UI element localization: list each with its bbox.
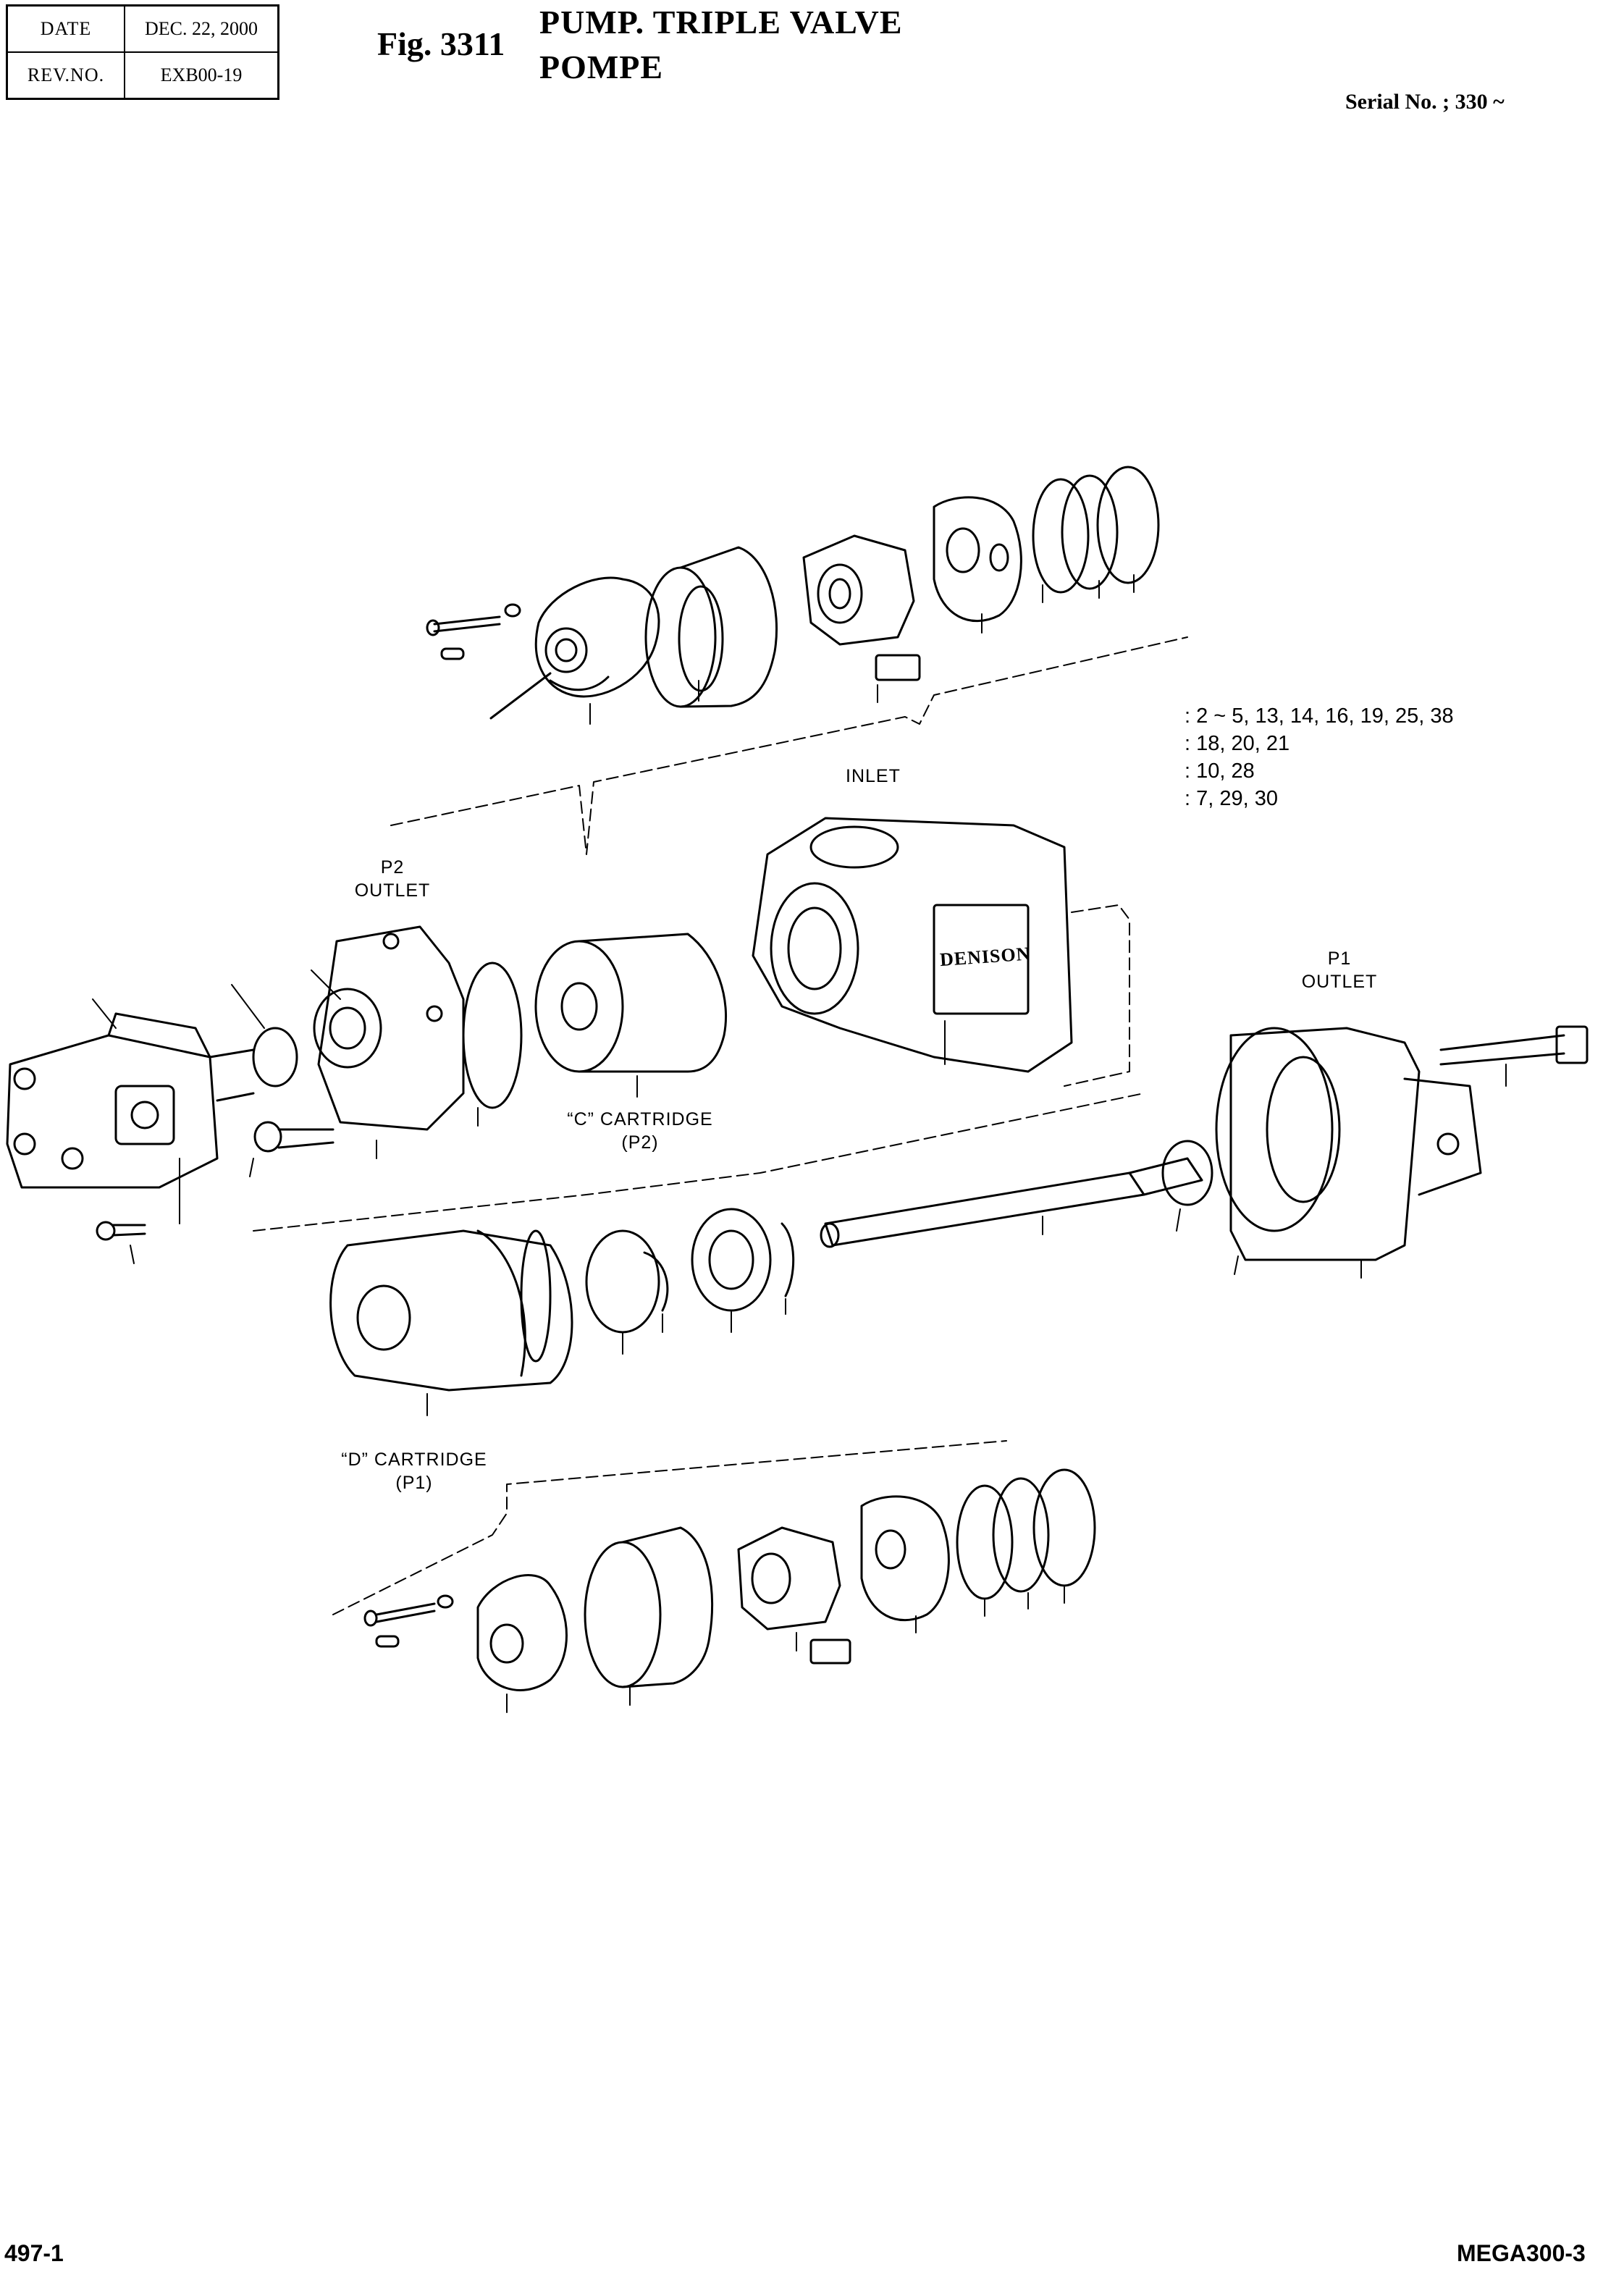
- revision-table: DATE DEC. 22, 2000 REV.NO. EXB00-19: [6, 4, 279, 100]
- serial-number: Serial No. ; 330 ~: [1345, 90, 1505, 114]
- revision-row: REV.NO. EXB00-19: [6, 51, 279, 100]
- c-rear-plate-icon: [934, 497, 1021, 621]
- p1-outlet-body-icon: [1216, 1028, 1481, 1278]
- d-cam-ring-icon: [585, 1528, 712, 1705]
- d-rear-plate-icon: [862, 1497, 948, 1633]
- c-cartridge-assembled-icon: [536, 934, 726, 1097]
- date-value: DEC. 22, 2000: [124, 4, 279, 53]
- date-row: DATE DEC. 22, 2000: [6, 4, 279, 53]
- bearing-icon: [692, 1209, 794, 1332]
- c-rotor-icon: [804, 536, 920, 680]
- revision-value: EXB00-19: [124, 51, 279, 100]
- c-cartridge-label: “C” CARTRIDGE (P2): [539, 1108, 741, 1154]
- c-dowel-pin-icon: [442, 649, 463, 659]
- pump-housing-icon: [753, 818, 1129, 1086]
- p1-outlet-label: P1 OUTLET: [1289, 947, 1390, 993]
- c-cartridge-label-line2: (P2): [621, 1132, 659, 1153]
- c-seal-rings-icon: [1033, 467, 1158, 592]
- drive-shaft-icon: [821, 1141, 1212, 1247]
- d-cartridge-label: “D” CARTRIDGE (P1): [313, 1448, 516, 1494]
- d-snap-rings-icon: [586, 1231, 668, 1354]
- p2-cover-icon: [311, 927, 521, 1129]
- d-cartridge-assembled-icon: [331, 1231, 572, 1415]
- p1-outlet-label-line1: P1: [1327, 948, 1352, 969]
- c-screw-icon: [427, 605, 520, 635]
- p2-outlet-label-line2: OUTLET: [354, 880, 431, 901]
- c-front-plate-icon: [491, 578, 659, 718]
- figure-number: Fig. 3311: [377, 25, 505, 62]
- c-cartridge-exploded: [391, 467, 1187, 854]
- legend-line: : 10, 28: [1185, 760, 1255, 783]
- legend-line: : 18, 20, 21: [1185, 732, 1290, 755]
- c-cartridge-label-line1: “C” CARTRIDGE: [567, 1109, 713, 1129]
- d-front-plate-icon: [478, 1575, 567, 1712]
- p2-leader-lines: [130, 1108, 478, 1263]
- d-cartridge-exploded: [365, 1470, 1095, 1712]
- legend-line: : 7, 29, 30: [1185, 787, 1278, 810]
- c-leader-lines: [590, 575, 1134, 724]
- d-cartridge-label-line1: “D” CARTRIDGE: [341, 1450, 487, 1470]
- p2-outlet-label: P2 OUTLET: [342, 856, 443, 902]
- c-cam-ring-icon: [646, 547, 777, 707]
- c-cartridge-bracket: [253, 1093, 1144, 1231]
- page-subtitle: POMPE: [539, 49, 664, 85]
- p2-outlet-label-line1: P2: [380, 857, 405, 878]
- p1-outlet-label-line2: OUTLET: [1301, 972, 1378, 992]
- page-title: PUMP. TRIPLE VALVE: [539, 4, 903, 41]
- d-seal-rings-icon: [957, 1470, 1095, 1616]
- date-label: DATE: [6, 4, 125, 53]
- small-bolt-icon: [97, 1158, 180, 1240]
- revision-label: REV.NO.: [6, 51, 125, 100]
- inlet-label: INLET: [846, 766, 901, 786]
- gear-pump-icon: [7, 999, 253, 1187]
- page-number: 497-1: [4, 2240, 64, 2266]
- p1-bolt-icon: [1441, 1027, 1587, 1086]
- d-rotor-icon: [739, 1528, 850, 1663]
- d-cartridge-label-line2: (P1): [395, 1473, 433, 1493]
- document-code: MEGA300-3: [1457, 2240, 1586, 2266]
- c-bracket-line: [391, 637, 1187, 854]
- legend: : 2 ~ 5, 13, 14, 16, 19, 25, 38 : 18, 20…: [1185, 702, 1454, 812]
- d-screw-icon: [365, 1596, 453, 1646]
- adapter-seal-icon: [232, 985, 297, 1086]
- d-cartridge-bracket: [333, 1441, 1006, 1615]
- cover-bolt-icon: [255, 1122, 333, 1151]
- legend-line: : 2 ~ 5, 13, 14, 16, 19, 25, 38: [1185, 704, 1454, 728]
